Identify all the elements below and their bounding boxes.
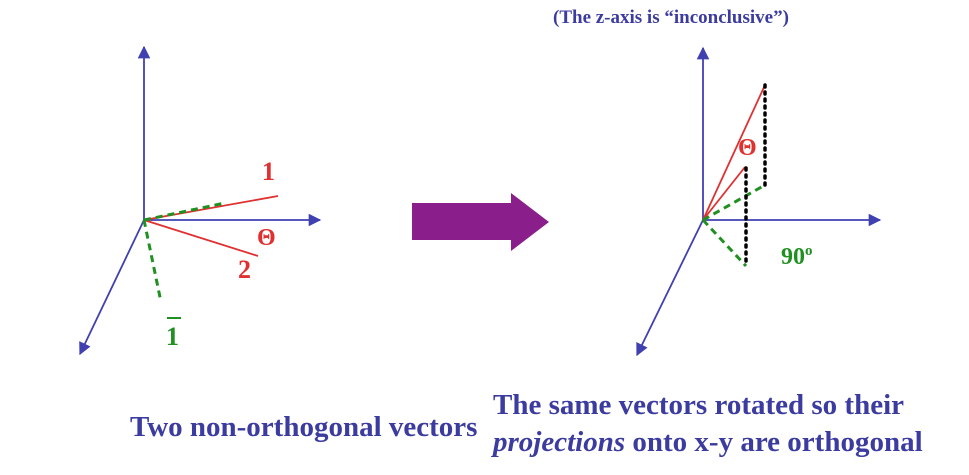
transform-arrow [412,193,549,251]
right-label-theta: Θ [738,135,757,161]
left-label-1-bar: 1 [166,322,179,351]
right-vectors [701,83,767,268]
right-vector-1 [702,84,766,221]
left-vectors [142,195,279,303]
right-axes [636,46,882,357]
left-y-axis [79,219,145,356]
left-label-theta: Θ [257,225,276,251]
right-label-90-sup: o [805,243,813,259]
left-vector-1-bar [142,219,163,303]
left-axes [79,45,322,356]
right-projection-1 [702,183,766,222]
right-caption-italic: projections [493,426,626,458]
left-label-1: 1 [262,157,275,186]
left-caption: Two non-orthogonal vectors [130,411,478,443]
right-caption-line2: projections onto x-y are orthogonal [493,424,923,461]
right-caption-rest: onto x-y are orthogonal [625,426,923,458]
left-vector-2 [143,219,259,257]
right-note: (The z-axis is “inconclusive”) [553,7,789,28]
right-label-90-value: 90 [781,244,805,270]
right-caption: The same vectors rotated so their projec… [493,387,923,461]
left-vector-1 [143,195,279,221]
right-label-90: 90o [781,243,813,270]
right-projection-2 [701,218,748,268]
right-y-axis [636,219,704,357]
right-vector-2 [702,166,746,221]
right-caption-line1: The same vectors rotated so their [493,389,904,421]
left-projection-1 [143,201,226,222]
left-label-2: 2 [238,255,251,284]
